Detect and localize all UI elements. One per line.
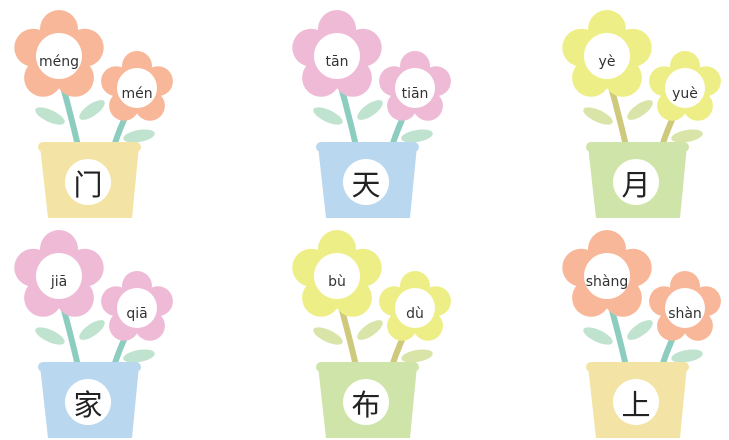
pot-rim [316,362,419,372]
flower-pot-3-art [562,10,721,218]
pinyin-option-big[interactable]: yè [598,54,616,70]
pinyin-option-big[interactable]: shàng [585,274,629,290]
leaf [671,349,703,363]
flower-pot-2: tān tiān 天 [286,6,466,220]
pinyin-option-small[interactable]: shàn [668,306,702,322]
pinyin-option-big[interactable]: tān [325,54,349,70]
flower-pot-5-art [292,230,451,438]
small-flower [101,271,173,341]
leaf [401,129,433,143]
leaf [401,349,433,363]
character-badge [613,379,659,425]
hanzi-character: 天 [351,168,381,202]
small-flower [101,51,173,121]
pinyin-option-big[interactable]: méng [38,54,80,70]
leaf [357,100,383,120]
pot-rim [586,362,689,372]
leaf [357,320,383,340]
pinyin-option-small[interactable]: qiā [126,306,148,322]
character-badge [343,159,389,205]
character-badge [65,159,111,205]
pinyin-option-big[interactable]: bù [328,274,346,290]
pinyin-option-small[interactable]: dù [406,306,424,322]
pinyin-option-small[interactable]: mén [121,86,153,102]
pot-rim [586,142,689,152]
flower-pot-1-art [14,10,173,218]
pinyin-option-small[interactable]: tiān [401,86,429,102]
flower-pot-6-art [562,230,721,438]
leaf [79,100,105,120]
hanzi-character: 门 [73,168,103,202]
character-badge [65,379,111,425]
leaf [627,320,653,340]
big-flower [292,230,382,317]
pot-rim [316,142,419,152]
pinyin-option-small[interactable]: yuè [672,86,698,102]
leaf [35,327,65,345]
leaf [671,129,703,143]
pinyin-option-big[interactable]: jiā [50,274,68,290]
big-flower [292,10,382,97]
flower-pot-3: yè yuè 月 [556,6,729,220]
flower-pot-2-art [292,10,451,218]
flower-pot-4: jiā qiā 家 [8,226,188,440]
hanzi-character: 月 [621,168,651,202]
leaf [313,327,343,345]
leaf [583,327,613,345]
pot-rim [38,362,141,372]
leaf [583,107,613,125]
flower-pot-1: méng mén 门 [8,6,188,220]
small-flower [379,51,451,121]
leaf [627,100,653,120]
flower-pot-4-art [14,230,173,438]
leaf [313,107,343,125]
big-flower [14,230,104,317]
leaf [123,129,155,143]
hanzi-character: 上 [621,388,651,422]
hanzi-character: 家 [73,388,103,422]
hanzi-character: 布 [351,388,381,422]
flower-pot-5: bù dù 布 [286,226,466,440]
big-flower [562,230,652,317]
leaf [79,320,105,340]
flower-pot-6: shàng shàn 上 [556,226,729,440]
small-flower [649,51,721,121]
leaf [35,107,65,125]
character-badge [343,379,389,425]
small-flower [649,271,721,341]
big-flower [14,10,104,97]
small-flower [379,271,451,341]
big-flower [562,10,652,97]
pot-rim [38,142,141,152]
character-badge [613,159,659,205]
leaf [123,349,155,363]
